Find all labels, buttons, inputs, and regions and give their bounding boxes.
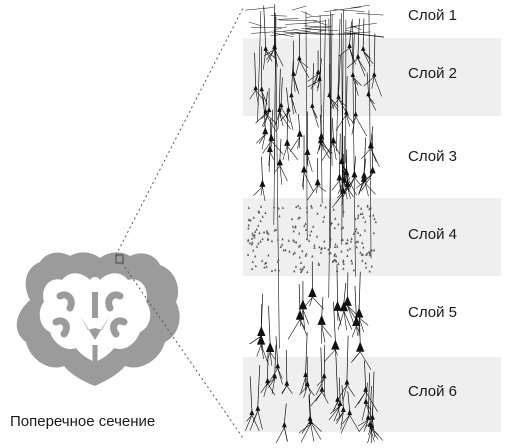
layer-3-label: Слой 3 [408,148,457,166]
layer-5-label: Слой 5 [408,304,457,322]
layer-1-label: Слой 1 [408,7,457,25]
layer-4-band [243,198,501,276]
zoom-line-top [116,8,243,255]
layer-4-label: Слой 4 [408,226,457,244]
layer-2-label: Слой 2 [408,65,457,83]
caption: Поперечное сечение [10,413,155,430]
brain-cross-section [17,252,180,386]
layer-6-label: Слой 6 [408,383,457,401]
